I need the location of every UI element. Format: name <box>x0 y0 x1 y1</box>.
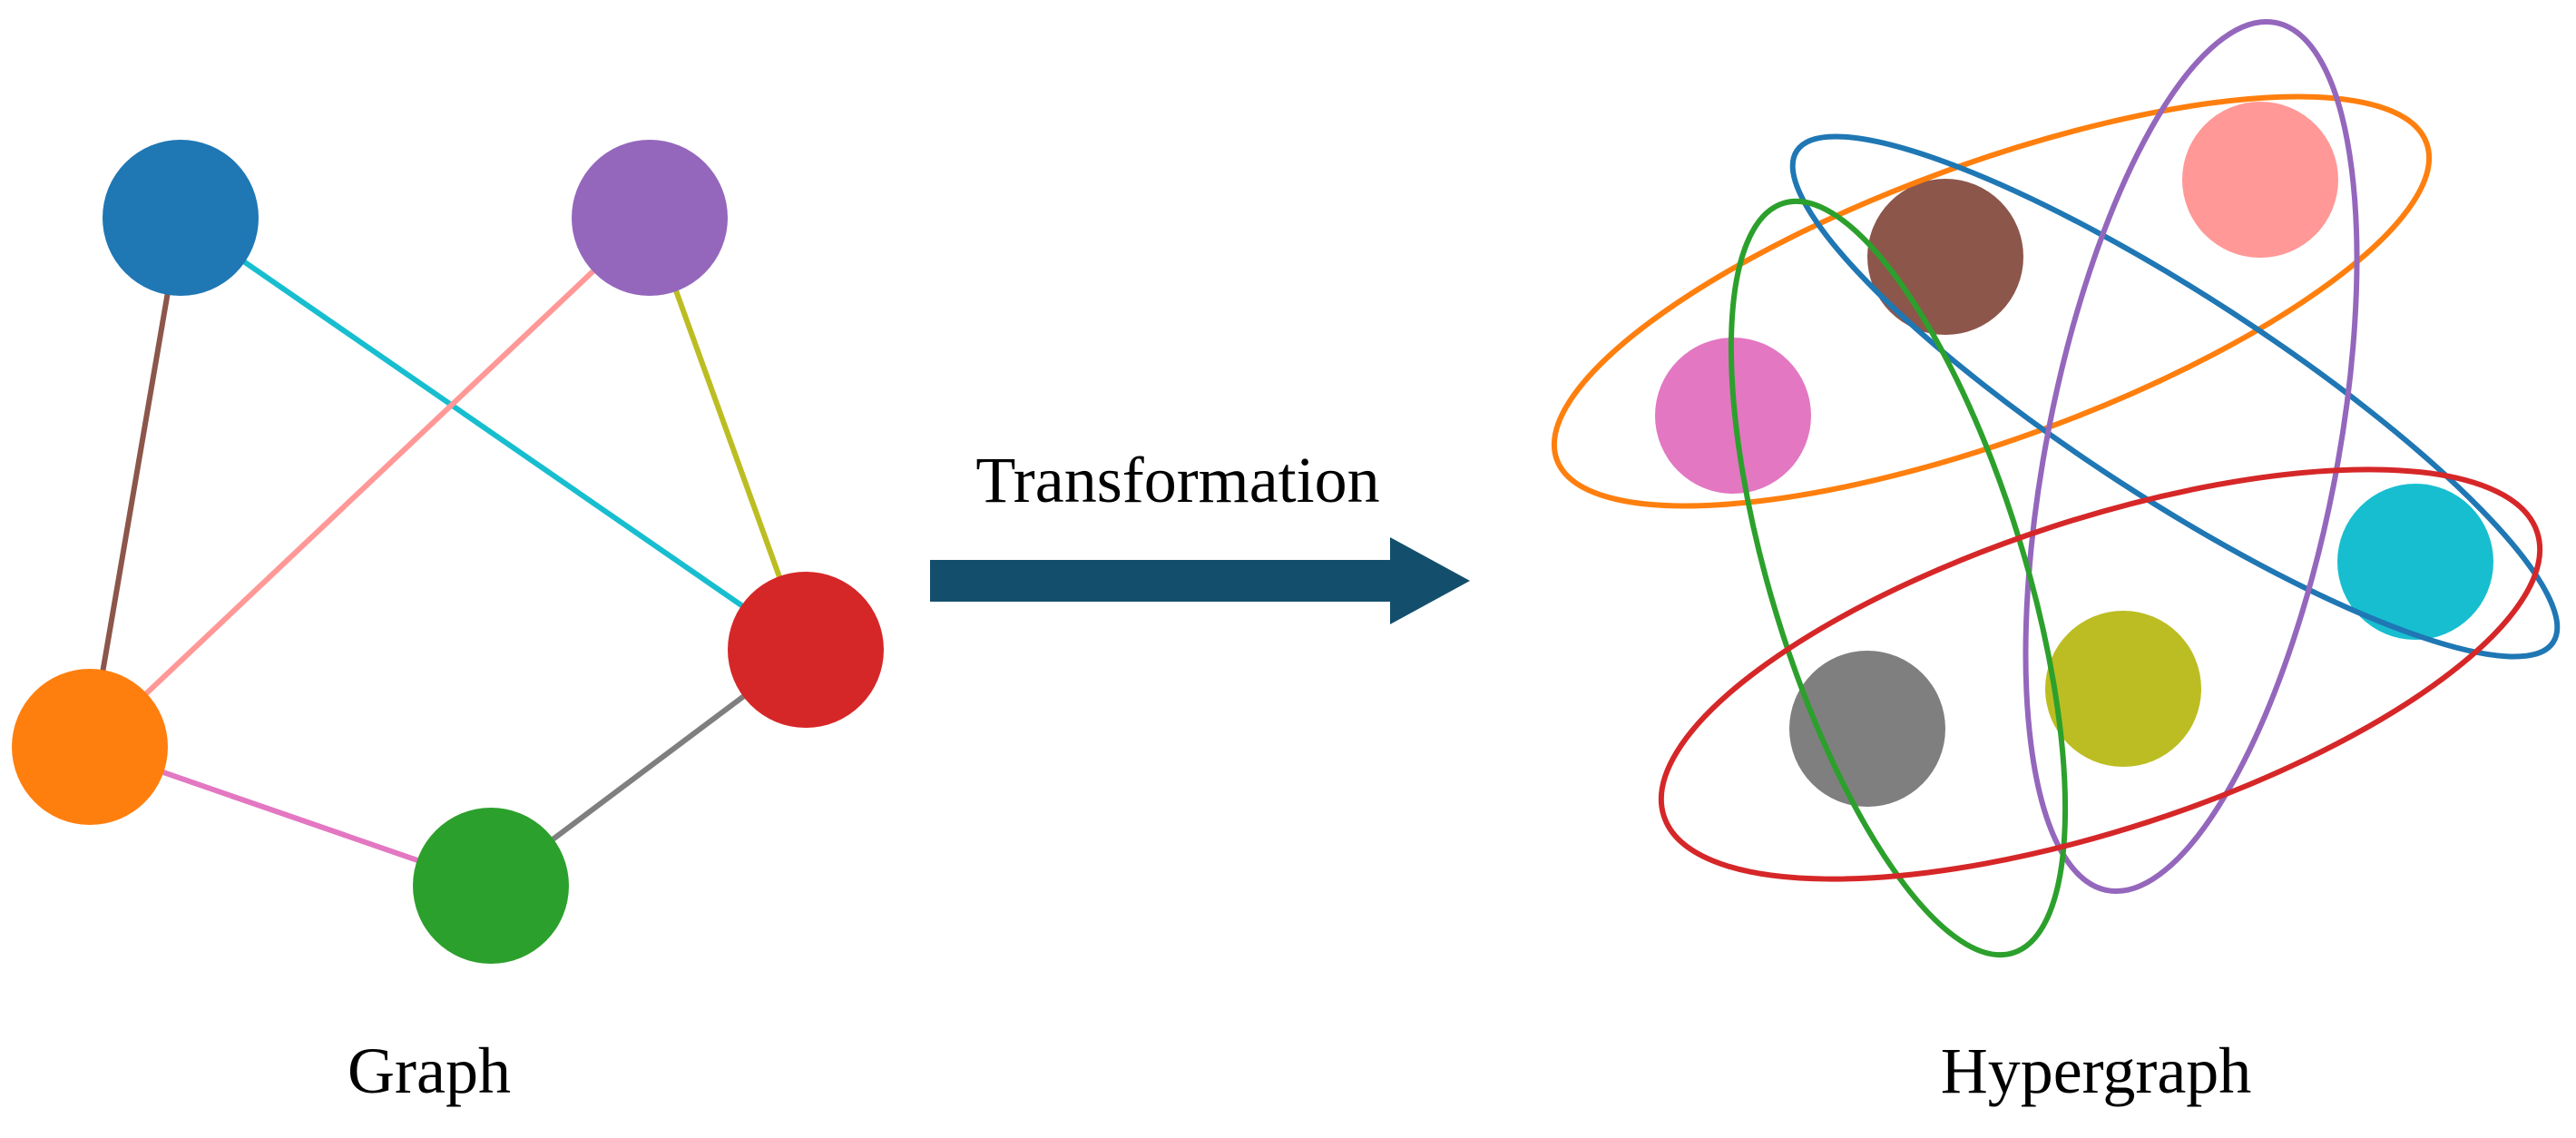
hypergraph-node-cyan <box>2337 484 2493 640</box>
graph-node-green <box>413 808 569 964</box>
transformation-arrow: Transformation <box>930 444 1470 624</box>
graph-edge-purple-orange <box>87 215 652 750</box>
graph-node-red <box>728 572 884 728</box>
graph-edges <box>87 215 808 888</box>
graph-node-purple <box>572 140 728 296</box>
hyperedge-orange <box>1551 93 2433 509</box>
hypergraph-caption: Hypergraph <box>1941 1035 2252 1107</box>
hyperedge-purple <box>2023 18 2360 895</box>
arrow-shape <box>930 537 1470 624</box>
hyperedge-green <box>1728 198 2069 958</box>
hypergraph-node-brown <box>1867 179 2023 335</box>
arrow-caption: Transformation <box>975 444 1379 516</box>
graph-node-blue <box>103 140 259 296</box>
graph-caption: Graph <box>348 1035 511 1107</box>
graph-edge-blue-red <box>179 215 808 652</box>
hyperedge-red <box>1658 466 2543 882</box>
hypergraph-node-light-red <box>2182 102 2338 258</box>
hypergraph-node-gray <box>1789 651 1945 807</box>
hyperedges <box>1551 18 2561 958</box>
graph-node-orange <box>12 669 168 825</box>
graph-nodes <box>12 140 884 964</box>
hypergraph-node-olive <box>2045 611 2201 767</box>
hyperedge-blue <box>1789 133 2561 660</box>
graph-edge-blue-orange <box>87 217 183 748</box>
